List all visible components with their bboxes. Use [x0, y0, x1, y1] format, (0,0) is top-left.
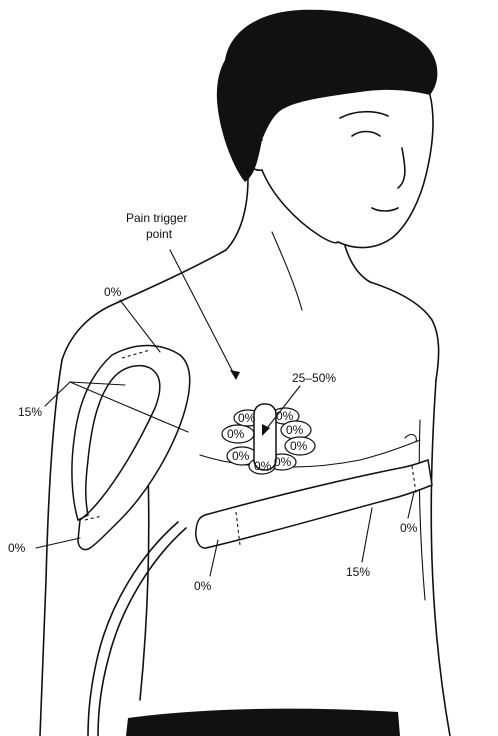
leader-strap-right: [408, 492, 414, 518]
label-petal-5: 0%: [290, 439, 308, 453]
jaw: [262, 170, 338, 243]
left-arm-outer: [40, 360, 62, 736]
right-shoulder: [370, 282, 439, 380]
label-center: 25–50%: [292, 371, 336, 385]
shoulder-electrode: [72, 346, 190, 550]
cable-inner: [88, 522, 178, 736]
label-petal-2: 0%: [238, 411, 256, 425]
label-petal-7: 0%: [232, 449, 250, 463]
chest-strap: [196, 460, 432, 548]
eyebrow: [340, 112, 388, 118]
label-petal-3: 0%: [276, 409, 294, 423]
neck-muscle: [272, 232, 302, 310]
right-arm-line: [419, 420, 425, 600]
label-strap-middle: 15%: [346, 565, 370, 579]
nipple: [405, 435, 416, 442]
label-petal-6: 0%: [274, 455, 292, 469]
label-strap-right: 0%: [400, 521, 418, 535]
label-petal-8: 0%: [254, 459, 272, 473]
label-petal-4: 0%: [286, 423, 304, 437]
label-trigger-line2: point: [146, 227, 173, 241]
face-outline: [338, 95, 433, 248]
trigger-arrow: [230, 370, 240, 380]
neck-right: [345, 246, 370, 282]
label-arm-bottom: 0%: [8, 541, 26, 555]
label-shoulder-side: 15%: [18, 405, 42, 419]
hair: [217, 10, 438, 182]
leader-strap-middle: [362, 508, 372, 562]
right-side: [431, 380, 450, 736]
label-trigger-line1: Pain trigger: [126, 211, 187, 225]
label-strap-left: 0%: [194, 579, 212, 593]
neck-left: [226, 178, 248, 250]
nose: [398, 148, 405, 188]
left-torso: [140, 470, 149, 700]
mouth: [372, 208, 398, 211]
leader-arm-bottom: [36, 538, 80, 548]
label-shoulder-top: 0%: [104, 285, 122, 299]
leader-shoulder-top: [120, 300, 160, 352]
cable-outer: [98, 528, 186, 736]
left-shoulder: [62, 250, 226, 360]
label-petal-1: 0%: [227, 427, 245, 441]
eye: [352, 132, 380, 137]
waistband: [126, 709, 400, 736]
